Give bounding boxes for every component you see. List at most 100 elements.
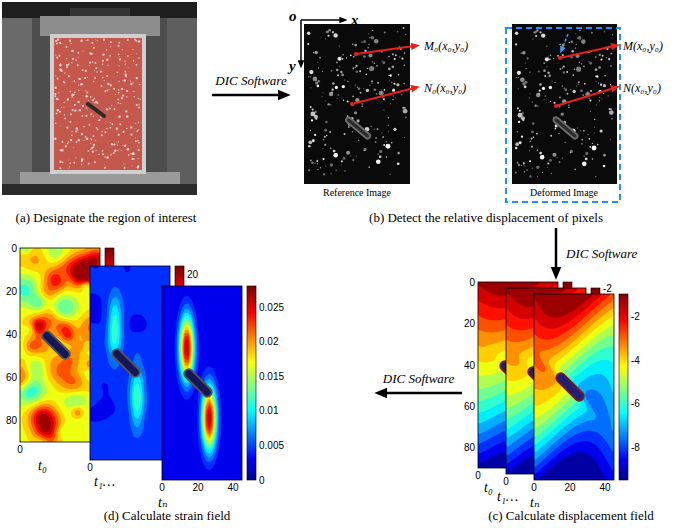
speckle-dot [555, 128, 557, 130]
speckle-dot [118, 115, 121, 118]
speckle-dot [338, 94, 340, 96]
speckle-dot [570, 89, 571, 90]
speckle-dot [308, 140, 312, 144]
speckle-dot [566, 93, 568, 95]
speckle-dot [327, 35, 329, 37]
speckle-dot [101, 131, 103, 133]
speckle-dot [124, 89, 126, 91]
contour-band [110, 305, 143, 419]
speckle-dot [109, 55, 111, 57]
color-bar [247, 286, 256, 480]
speckle-dot [312, 108, 314, 110]
speckle-dot [598, 83, 599, 84]
speckle-dot [117, 150, 118, 151]
speckle-dot [77, 130, 78, 131]
speckle-dot [92, 99, 94, 101]
speckle-dot [72, 58, 74, 60]
speckle-dot [521, 165, 522, 166]
speckle-dot [120, 58, 122, 60]
speckle-dot [122, 80, 123, 81]
speckle-dot [559, 161, 561, 163]
speckle-dot [322, 96, 323, 97]
speckle-dot [336, 62, 338, 64]
speckle-dot [104, 90, 106, 92]
tick-label: 20 [192, 482, 203, 493]
speckle-dot [603, 93, 604, 94]
speckle-dot [84, 140, 85, 141]
speckle-dot [541, 33, 545, 37]
speckle-dot [598, 66, 601, 69]
speckle-dot [386, 141, 387, 142]
speckle-dot [94, 70, 95, 71]
speckle-dot [97, 128, 99, 130]
speckle-dot [85, 95, 87, 97]
speckle-dot [63, 81, 64, 82]
speckle-dot [547, 72, 549, 74]
displacement-arrow [562, 34, 568, 49]
speckle-dot [515, 32, 518, 35]
speckle-dot [337, 74, 339, 76]
speckle-dot [393, 128, 396, 131]
speckle-dot [562, 54, 564, 56]
speckle-dot [553, 102, 555, 104]
speckle-dot [127, 55, 129, 57]
speckle-dot [596, 104, 597, 105]
speckle-dot [350, 155, 351, 156]
speckle-dot [85, 40, 86, 41]
speckle-dot [307, 43, 309, 45]
speckle-dot [381, 132, 382, 133]
speckle-dot [524, 171, 525, 172]
speckle-dot [532, 168, 533, 169]
axis-name: y [289, 58, 296, 75]
speckle-dot [542, 87, 545, 90]
speckle-dot [59, 55, 61, 57]
speckle-dot [520, 77, 525, 82]
point-label: N₀(x₀,y₀) [424, 81, 466, 96]
speckle-dot [325, 38, 326, 39]
speckle-dot [137, 166, 139, 168]
speckle-dot [390, 103, 391, 104]
speckle-dot [102, 77, 104, 79]
speckle-dot [356, 119, 359, 122]
speckle-dot [136, 77, 138, 79]
speckle-dot [81, 158, 84, 161]
speckle-dot [376, 159, 381, 164]
speckle-dot [85, 115, 87, 117]
speckle-dot [368, 44, 369, 45]
figure-panel: (a) Designate the region of interest [0, 0, 212, 228]
machine-head [2, 2, 197, 18]
speckle-dot [312, 139, 315, 142]
plot-ground [162, 286, 242, 480]
speckle-dot [138, 57, 139, 58]
speckle-dot [75, 60, 76, 61]
crack-slot [349, 120, 368, 136]
speckle-dot [381, 92, 382, 93]
speckle-dot [536, 93, 540, 97]
speckle-dot [95, 150, 96, 151]
speckle-dot [325, 121, 328, 124]
plot-frame [20, 248, 100, 442]
speckle-dot [529, 72, 530, 73]
contour-band [183, 330, 214, 438]
tick-label: 0 [17, 444, 23, 455]
speckle-dot [610, 84, 611, 85]
speckle-dot [531, 131, 534, 134]
speckle-dot [316, 160, 318, 162]
speckle-dot [75, 130, 77, 132]
speckle-dot [330, 104, 331, 105]
speckle-dot [136, 64, 138, 66]
speckle-dot [603, 84, 606, 87]
speckle-dot [310, 76, 311, 77]
speckle-dot [57, 38, 59, 40]
speckle-dot [558, 133, 560, 135]
speckle-dot [135, 140, 137, 142]
speckle-dot [90, 149, 91, 150]
speckle-dot [354, 111, 357, 114]
speckle-dot [343, 100, 344, 101]
speckle-dot [101, 134, 103, 136]
speckle-dot [356, 65, 358, 67]
speckle-dot [382, 60, 383, 61]
speckle-dot [86, 109, 88, 111]
speckle-dot [519, 141, 522, 144]
speckle-dot [308, 169, 310, 171]
